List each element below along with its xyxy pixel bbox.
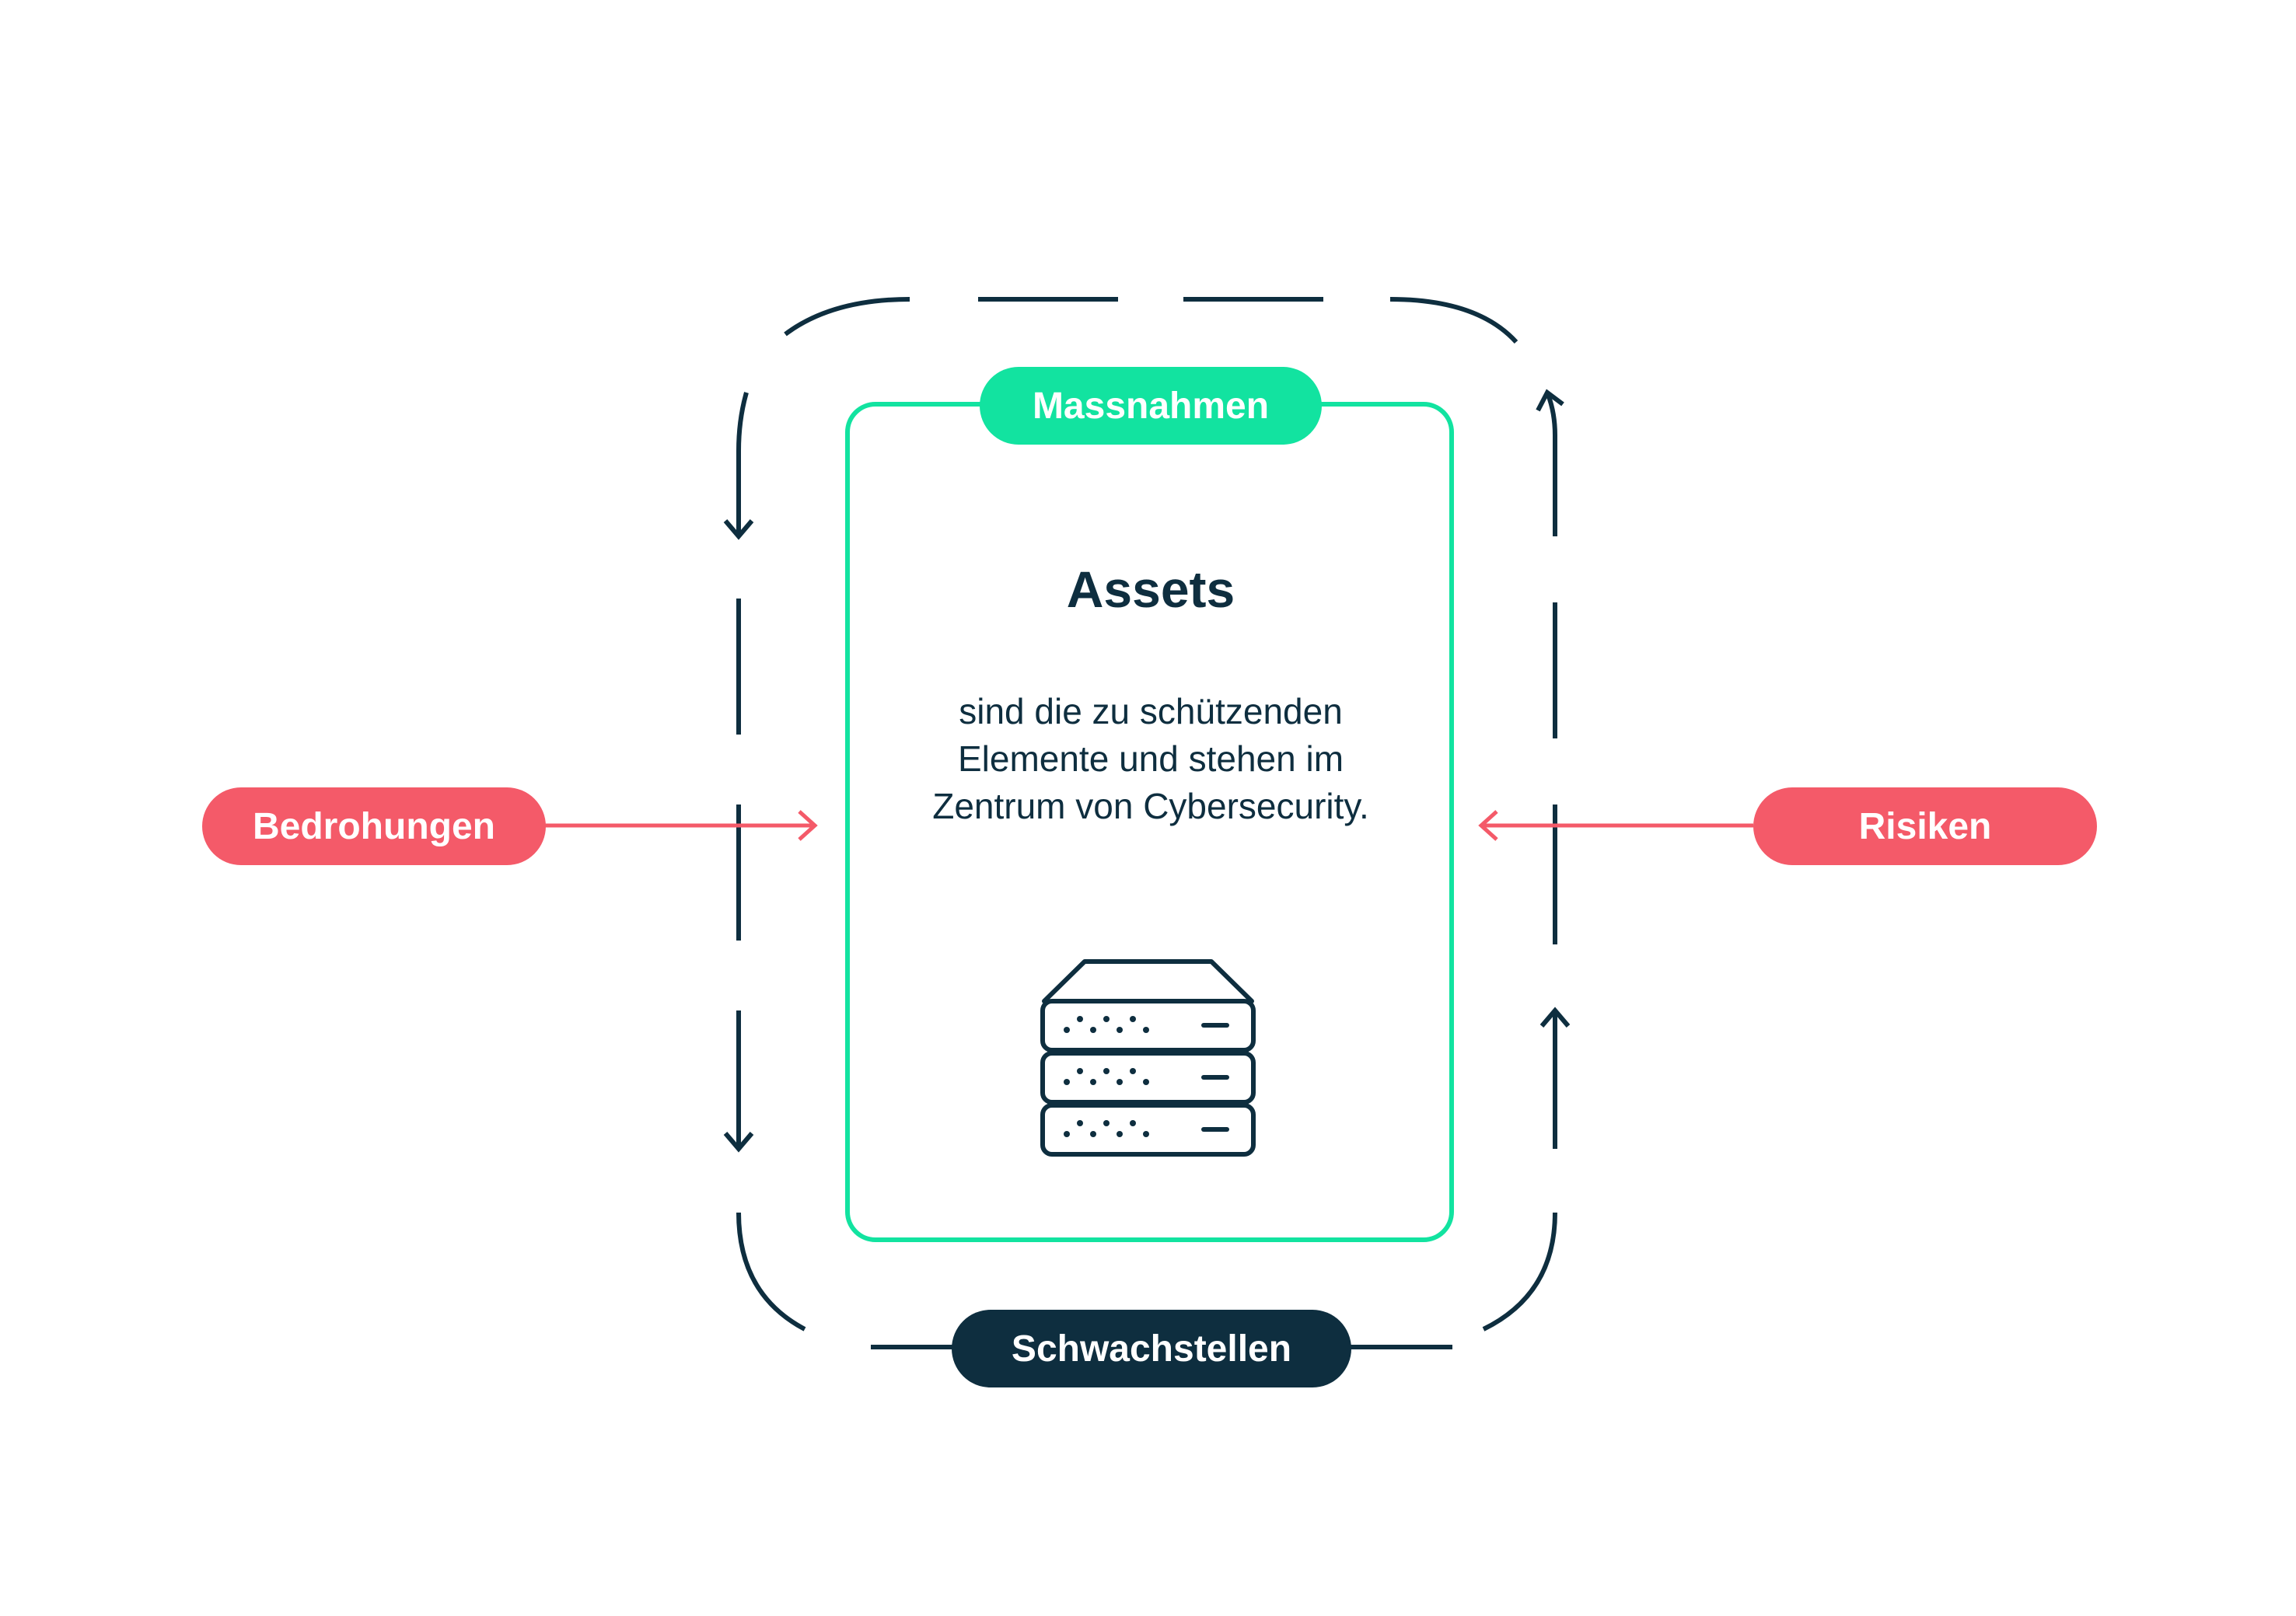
server-leds: [1064, 1016, 1149, 1137]
massnahmen-label: Massnahmen: [980, 367, 1322, 445]
server-stack-icon: [1040, 959, 1256, 1157]
server-unit: [1040, 999, 1256, 1052]
threat-arrow: [544, 810, 818, 841]
arrow-up-icon: [1539, 1007, 1571, 1028]
arrow-down-icon: [723, 519, 754, 540]
top-left-corner-arc: [784, 297, 910, 337]
arrow-right-icon: [798, 810, 818, 841]
bottom-right-corner-arc: [1482, 1212, 1557, 1332]
schwachstellen-label: Schwachstellen: [952, 1310, 1351, 1387]
arrow-up-icon: [1536, 389, 1564, 412]
top-right-corner-arc: [1389, 297, 1518, 344]
server-unit: [1040, 1051, 1256, 1105]
bedrohungen-label: Bedrohungen: [202, 787, 546, 865]
assets-description: sind die zu schützenden Elemente und ste…: [932, 691, 1369, 826]
assets-title: Assets: [1066, 560, 1235, 618]
server-unit: [1040, 1103, 1256, 1157]
arrow-down-icon: [723, 1132, 754, 1153]
right-dash-with-arrow: [1545, 391, 1557, 536]
outer-dashed-cycle: [723, 297, 1571, 1349]
left-dash-with-arrow: [736, 392, 749, 536]
bottom-left-corner-arc: [736, 1212, 806, 1332]
arrow-left-icon: [1478, 810, 1498, 841]
server-top-lid: [1042, 959, 1254, 1003]
risk-arrow: [1478, 810, 1753, 841]
risiken-label: Risiken: [1753, 787, 2097, 865]
